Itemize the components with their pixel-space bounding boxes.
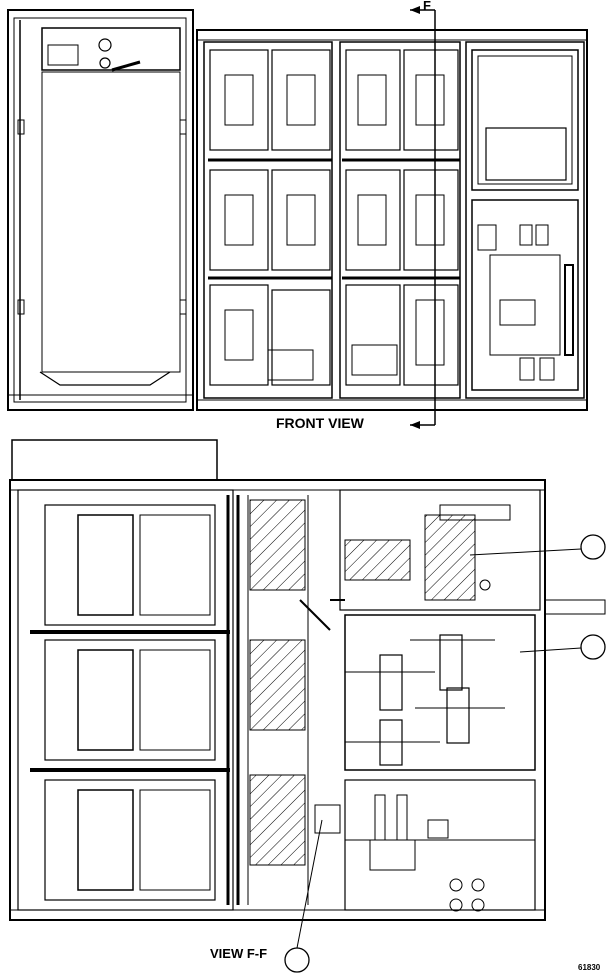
- figure-id: 61830: [578, 963, 601, 972]
- main-cabinet: [196, 29, 588, 411]
- section-marker-label: F: [423, 0, 431, 13]
- left-cabinet: [7, 9, 194, 411]
- section-view: VIEW F-F 61830: [9, 439, 606, 973]
- right-assembly: [339, 489, 541, 912]
- section-view-label: VIEW F-F: [210, 946, 267, 961]
- bus-bars: [247, 495, 345, 905]
- callout-3: [284, 819, 323, 973]
- front-view: F FRONT VIEW: [7, 0, 588, 431]
- callout-1: [469, 534, 606, 560]
- callout-2: [519, 634, 606, 660]
- bay1-modules: [208, 49, 332, 386]
- front-view-label: FRONT VIEW: [276, 415, 365, 431]
- bay2-modules: [342, 49, 460, 386]
- control-bay: [471, 49, 579, 391]
- module-stack: [17, 489, 240, 911]
- section-line: [410, 6, 436, 429]
